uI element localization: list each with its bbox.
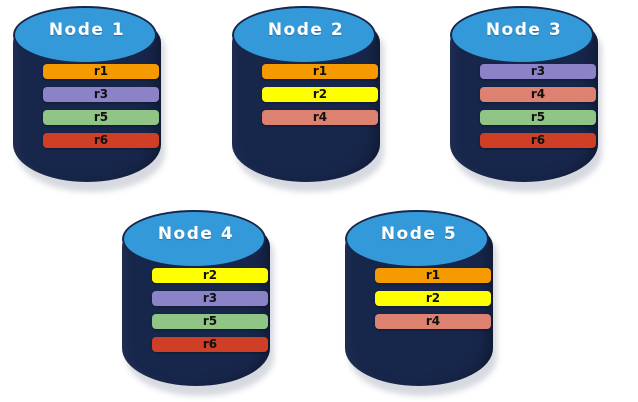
node-3-replica-list: r3 r4 r5 r6	[480, 64, 596, 156]
replica-bar[interactable]: r5	[43, 110, 159, 125]
node-4-replica-list: r2 r3 r5 r6	[152, 268, 268, 360]
replica-bar[interactable]: r5	[152, 314, 268, 329]
cylinder-top-ellipse	[450, 6, 594, 64]
replica-bar[interactable]: r4	[480, 87, 596, 102]
replica-bar[interactable]: r3	[480, 64, 596, 79]
node-5-replica-list: r1 r2 r4	[375, 268, 491, 337]
replica-bar[interactable]: r1	[43, 64, 159, 79]
node-1-replica-list: r1 r3 r5 r6	[43, 64, 159, 156]
replica-bar[interactable]: r4	[375, 314, 491, 329]
replica-bar[interactable]: r3	[152, 291, 268, 306]
replica-bar[interactable]: r1	[262, 64, 378, 79]
replica-bar[interactable]: r4	[262, 110, 378, 125]
replica-bar[interactable]: r5	[480, 110, 596, 125]
replica-bar[interactable]: r2	[375, 291, 491, 306]
cylinder-top-ellipse	[13, 6, 157, 64]
replica-bar[interactable]: r2	[152, 268, 268, 283]
cylinder-top-ellipse	[122, 210, 266, 268]
replica-bar[interactable]: r6	[152, 337, 268, 352]
cylinder-top-ellipse	[345, 210, 489, 268]
replica-bar[interactable]: r2	[262, 87, 378, 102]
replica-bar[interactable]: r6	[480, 133, 596, 148]
node-2-replica-list: r1 r2 r4	[262, 64, 378, 133]
replica-bar[interactable]: r3	[43, 87, 159, 102]
replica-bar[interactable]: r1	[375, 268, 491, 283]
cylinder-top-ellipse	[232, 6, 376, 64]
replica-bar[interactable]: r6	[43, 133, 159, 148]
